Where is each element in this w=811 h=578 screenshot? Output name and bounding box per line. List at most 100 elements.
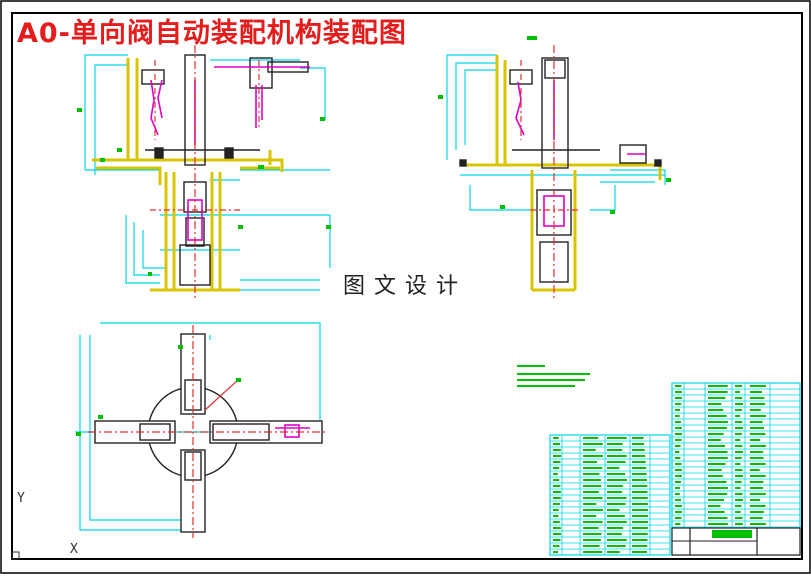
- table-entry: [632, 437, 644, 439]
- table-entry: [750, 415, 766, 417]
- table-entry: [632, 473, 647, 475]
- table-entry: [553, 533, 561, 535]
- table-entry: [632, 455, 646, 457]
- table-entry: [750, 499, 761, 501]
- table-entry: [708, 439, 721, 441]
- table-entry: [735, 505, 742, 507]
- table-entry: [583, 491, 599, 493]
- table-entry: [632, 521, 648, 523]
- table-entry: [607, 545, 626, 547]
- table-entry: [708, 415, 727, 417]
- table-entry: [735, 457, 742, 459]
- table-entry: [708, 487, 728, 489]
- table-entry: [750, 433, 766, 435]
- table-entry: [607, 485, 623, 487]
- table-entry: [675, 409, 681, 411]
- table-entry: [583, 521, 603, 523]
- table-entry: [735, 415, 741, 417]
- table-entry: [553, 539, 561, 541]
- table-entry: [607, 521, 627, 523]
- table-entry: [675, 469, 682, 471]
- table-entry: [607, 533, 622, 535]
- table-entry: [632, 545, 648, 547]
- table-entry: [607, 443, 623, 445]
- table-entry: [632, 509, 648, 511]
- table-entry: [583, 479, 601, 481]
- table-entry: [607, 497, 627, 499]
- technical-notes: [517, 365, 590, 387]
- table-entry: [553, 485, 561, 487]
- table-entry: [750, 469, 760, 471]
- table-entry: [553, 545, 560, 547]
- table-entry: [675, 487, 680, 489]
- table-entry: [750, 505, 766, 507]
- table-entry: [750, 475, 766, 477]
- table-entry: [553, 515, 559, 517]
- table-entry: [583, 437, 599, 439]
- ucs-icon: [11, 551, 20, 560]
- table-entry: [632, 443, 645, 445]
- table-entry: [708, 463, 726, 465]
- table-entry: [708, 511, 725, 513]
- table-entry: [583, 473, 600, 475]
- table-entry: [708, 385, 728, 387]
- table-entry: [675, 403, 682, 405]
- table-entry: [735, 493, 743, 495]
- table-entry: [735, 397, 743, 399]
- parts-list-table: [549, 382, 801, 556]
- table-entry: [553, 527, 561, 529]
- table-entry: [708, 457, 728, 459]
- table-entry: [675, 517, 682, 519]
- table-entry: [675, 505, 682, 507]
- table-entry: [553, 491, 561, 493]
- table-entry: [750, 445, 766, 447]
- table-entry: [553, 479, 560, 481]
- table-entry: [583, 455, 603, 457]
- table-entry: [735, 463, 741, 465]
- front-view: [77, 45, 331, 300]
- table-entry: [675, 391, 682, 393]
- table-entry: [735, 403, 743, 405]
- table-entry: [708, 505, 721, 507]
- table-entry: [583, 503, 597, 505]
- inner-frame: [11, 12, 803, 560]
- table-entry: [675, 439, 682, 441]
- table-entry: [583, 497, 603, 499]
- table-entry: [675, 397, 682, 399]
- table-entry: [583, 515, 597, 517]
- table-entry: [553, 473, 558, 475]
- table-entry: [583, 545, 600, 547]
- table-entry: [675, 433, 682, 435]
- table-entry: [607, 539, 627, 541]
- table-entry: [735, 517, 743, 519]
- table-entry: [750, 451, 764, 453]
- table-entry: [708, 481, 727, 483]
- table-entry: [708, 523, 728, 525]
- side-view: [438, 36, 671, 298]
- table-entry: [750, 403, 766, 405]
- table-entry: [583, 449, 596, 451]
- table-entry: [675, 493, 680, 495]
- table-entry: [553, 551, 559, 553]
- table-entry: [735, 487, 741, 489]
- table-entry: [735, 409, 742, 411]
- table-entry: [750, 391, 763, 393]
- table-entry: [607, 527, 624, 529]
- table-entry: [675, 481, 682, 483]
- table-entry: [632, 527, 648, 529]
- table-entry: [735, 427, 743, 429]
- table-entry: [675, 427, 682, 429]
- table-entry: [583, 467, 603, 469]
- table-entry: [583, 509, 603, 511]
- table-entry: [632, 551, 647, 553]
- table-entry: [750, 397, 765, 399]
- table-entry: [750, 421, 763, 423]
- table-entry: [750, 481, 764, 483]
- table-entry: [708, 499, 724, 501]
- table-entry: [735, 433, 742, 435]
- table-entry: [583, 533, 602, 535]
- table-entry: [553, 497, 561, 499]
- table-entry: [750, 439, 761, 441]
